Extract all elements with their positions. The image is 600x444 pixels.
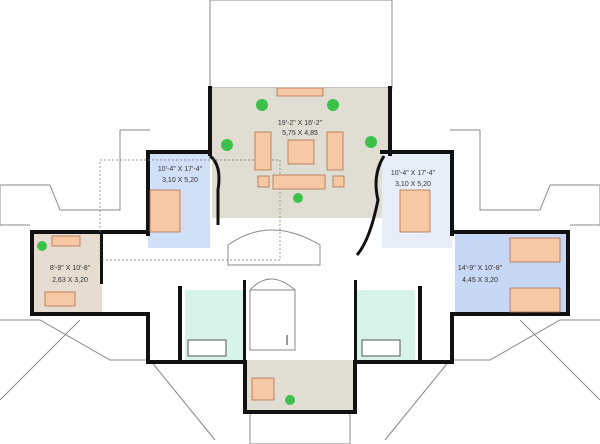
sofa-study (44, 291, 76, 307)
fireplace (276, 87, 324, 97)
living-room-dimensions-imperial: 19'-2" X 16'-2" (278, 120, 323, 127)
gallery-arch (227, 229, 321, 266)
sofa-left (254, 131, 272, 171)
bed-left (149, 189, 181, 233)
dashed-ceiling-outline (99, 159, 281, 261)
bedroom-left-dimensions-imperial: 10'-4" X 17'-4" (158, 166, 203, 173)
study-left-dimensions-metric: 2,63 X 3,20 (52, 277, 88, 284)
front-porch (249, 409, 351, 444)
walls (30, 86, 570, 414)
coffee-table (287, 139, 315, 165)
armchair-entry (251, 377, 275, 401)
plant-icons (37, 99, 377, 405)
end-table (257, 175, 270, 188)
bathtub-right (361, 339, 401, 357)
bedroom-right-dimensions-metric: 3,10 X 5,20 (395, 181, 431, 188)
bathtub-left (187, 339, 227, 357)
bed-far-right-1 (509, 237, 561, 263)
balcony (209, 0, 393, 89)
bedroom-far-right-dimensions-imperial: 14'-9" X 10'-8" (458, 265, 503, 272)
bed-right (399, 189, 431, 233)
end-table (332, 175, 345, 188)
study-left-dimensions-imperial: 8'-9" X 10'-8" (50, 265, 91, 272)
bedroom-right-dimensions-imperial: 10'-4" X 17'-4" (391, 170, 436, 177)
bedroom-far-right-dimensions-metric: 4,45 X 3,20 (462, 277, 498, 284)
sofa-bottom (272, 174, 326, 190)
sofa-right (326, 131, 344, 171)
living-room-dimensions-metric: 5,75 X 4,85 (282, 130, 318, 137)
bedroom-left-dimensions-metric: 3,10 X 5,20 (162, 177, 198, 184)
stair-arch (249, 278, 296, 291)
living-room-furniture (254, 87, 345, 190)
staircase (249, 289, 296, 351)
bed-far-right-2 (509, 287, 561, 313)
desk (51, 235, 81, 247)
